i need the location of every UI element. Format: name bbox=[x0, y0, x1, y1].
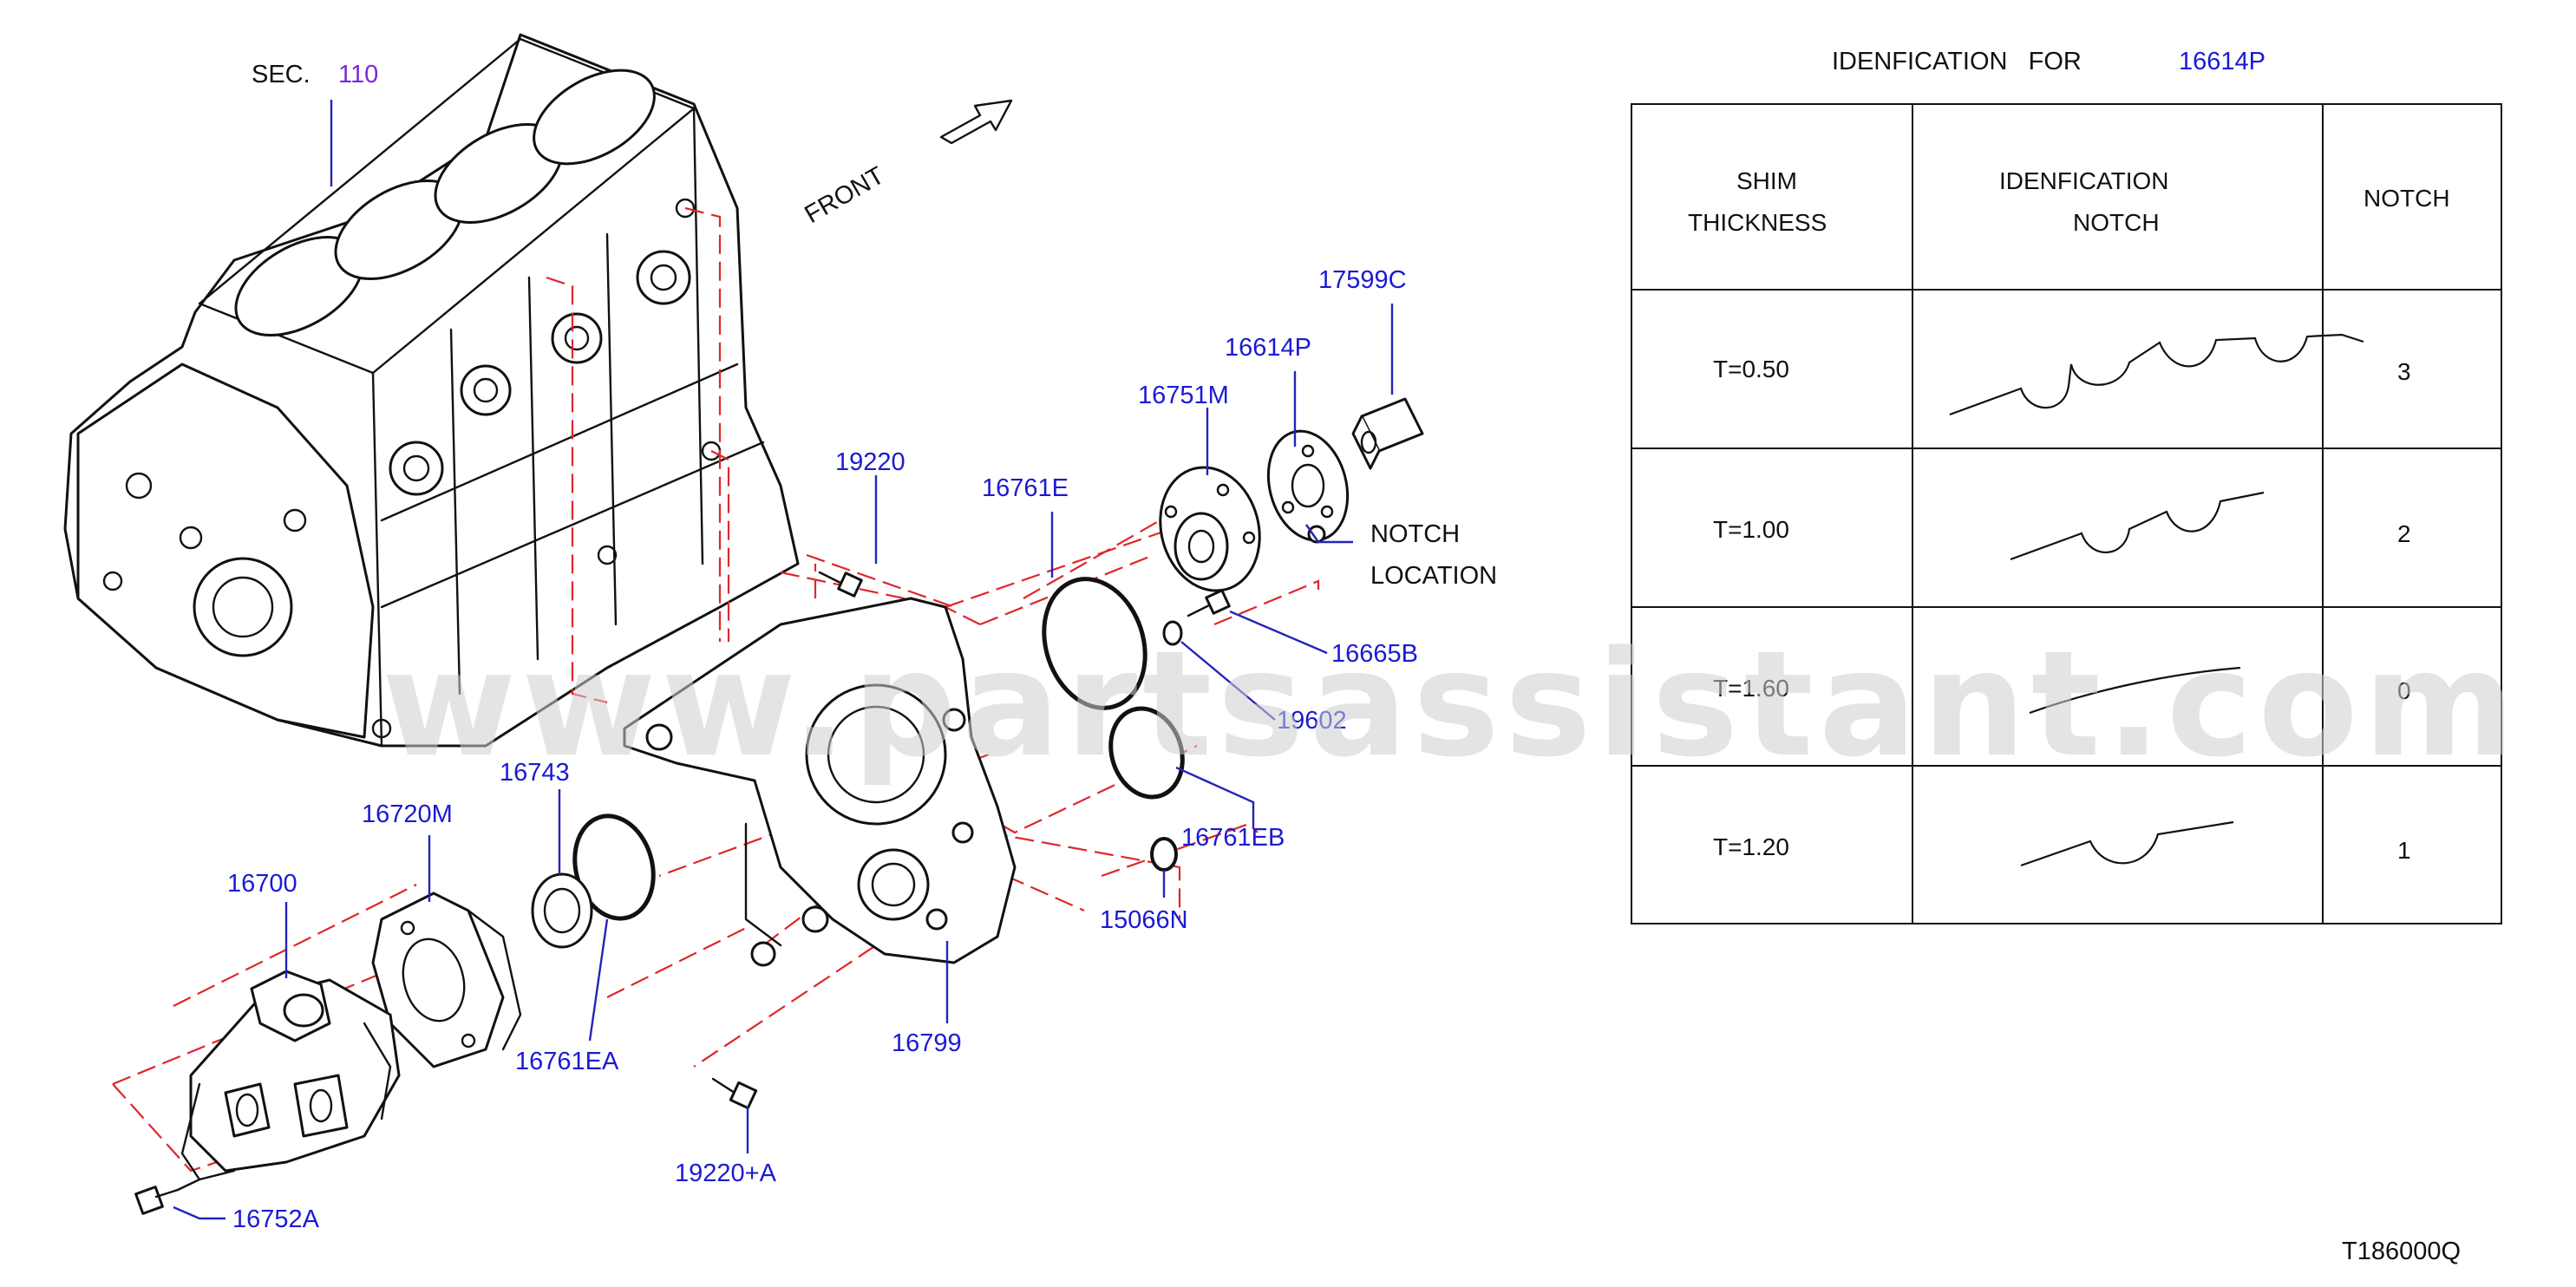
identification-table: IDENFICATION FOR 16614P SHIM THICKNESS I… bbox=[1631, 48, 2502, 924]
table-title: IDENFICATION FOR bbox=[1832, 48, 2082, 75]
part-cover-16799 bbox=[623, 597, 1017, 967]
label-16752A[interactable]: 16752A bbox=[232, 1205, 320, 1233]
gasket-16761E bbox=[1042, 577, 1147, 710]
label-16614P[interactable]: 16614P bbox=[1225, 334, 1311, 362]
label-16665B[interactable]: 16665B bbox=[1331, 640, 1418, 668]
notch-profile-1 bbox=[2020, 820, 2234, 867]
section-prefix: SEC. bbox=[252, 61, 311, 88]
part-labels: SEC. 110 17599C 16614P 16751M NOTCH LOCA… bbox=[227, 61, 1497, 1233]
table-title-part[interactable]: 16614P bbox=[2179, 48, 2265, 75]
label-19220A[interactable]: 19220+A bbox=[675, 1160, 777, 1187]
row-thickness: T=1.00 bbox=[1713, 516, 1789, 543]
label-16700[interactable]: 16700 bbox=[227, 870, 297, 898]
front-label: FRONT bbox=[801, 161, 890, 229]
washer-19602 bbox=[1162, 620, 1183, 646]
engine-block bbox=[63, 33, 800, 748]
notch-profile-0 bbox=[2029, 666, 2241, 715]
label-16761EA[interactable]: 16761EA bbox=[515, 1048, 619, 1075]
header-idenfication: IDENFICATION bbox=[1999, 167, 2168, 194]
spacer-17599C bbox=[1351, 397, 1424, 470]
label-16761E[interactable]: 16761E bbox=[982, 474, 1069, 502]
oring-15066N bbox=[1150, 837, 1178, 872]
bolt-19220 bbox=[818, 571, 863, 598]
gasket-16761EB bbox=[1108, 706, 1185, 800]
label-16743[interactable]: 16743 bbox=[500, 759, 570, 787]
pump-16700 bbox=[180, 970, 401, 1181]
notch-location-line1: NOTCH bbox=[1370, 520, 1460, 548]
front-indicator: FRONT bbox=[801, 99, 1013, 229]
notch-location-line2: LOCATION bbox=[1370, 562, 1497, 590]
header-notch-count: NOTCH bbox=[2364, 185, 2450, 212]
row-thickness: T=1.20 bbox=[1713, 833, 1789, 860]
adapter-16720M bbox=[371, 892, 522, 1068]
row-notch-count: 1 bbox=[2397, 837, 2411, 864]
hub-16751M bbox=[1159, 466, 1261, 592]
label-19220[interactable]: 19220 bbox=[835, 448, 906, 476]
bolt-16665B bbox=[1187, 589, 1231, 617]
row-notch-count: 2 bbox=[2397, 520, 2411, 547]
row-thickness: T=0.50 bbox=[1713, 356, 1789, 382]
bolt-16752A bbox=[134, 1178, 201, 1215]
row-notch-count: 3 bbox=[2397, 358, 2411, 385]
bolt-19220A bbox=[711, 1077, 758, 1110]
notch-profile-2 bbox=[2010, 491, 2265, 561]
label-16761EB[interactable]: 16761EB bbox=[1181, 824, 1285, 852]
watermark: www.partsassistant.com bbox=[382, 619, 2520, 789]
shim-16614P bbox=[1266, 429, 1350, 544]
section-number[interactable]: 110 bbox=[338, 61, 378, 88]
header-shim: SHIM bbox=[1736, 167, 1797, 194]
label-19602[interactable]: 19602 bbox=[1277, 707, 1347, 735]
header-thickness: THICKNESS bbox=[1688, 209, 1827, 236]
label-16799[interactable]: 16799 bbox=[892, 1029, 962, 1057]
notch-profile-3 bbox=[1949, 333, 2364, 416]
label-17599C[interactable]: 17599C bbox=[1318, 266, 1407, 294]
leader-lines bbox=[173, 100, 1394, 1220]
label-16720M[interactable]: 16720M bbox=[362, 800, 453, 828]
label-15066N[interactable]: 15066N bbox=[1100, 906, 1188, 934]
row-notch-count: 0 bbox=[2397, 677, 2411, 704]
drawing-code: T186000Q bbox=[2342, 1238, 2461, 1265]
row-thickness: T=1.60 bbox=[1713, 675, 1789, 702]
gasket-16761EA bbox=[572, 813, 656, 921]
header-notch: NOTCH bbox=[2073, 209, 2160, 236]
label-16751M[interactable]: 16751M bbox=[1138, 382, 1229, 409]
seal-16743 bbox=[531, 872, 593, 949]
